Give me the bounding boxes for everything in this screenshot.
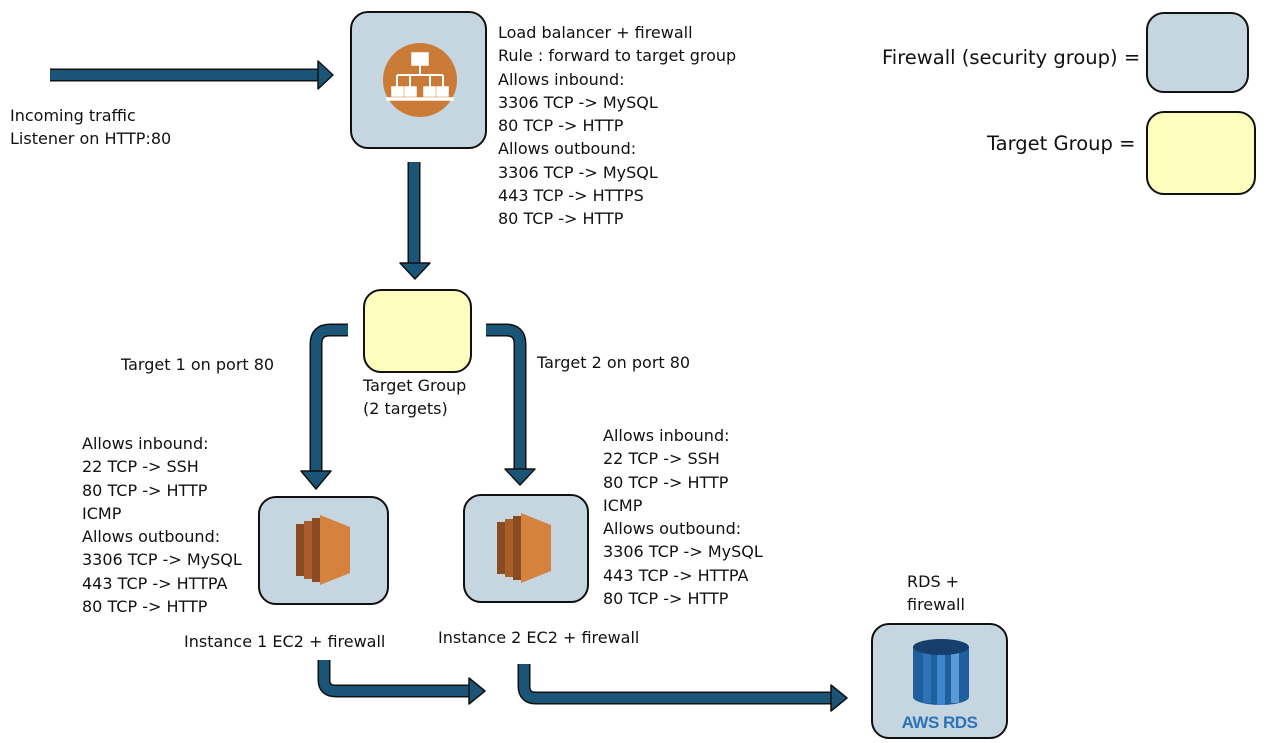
load-balancer-rules: Load balancer + firewall Rule : forward … bbox=[498, 23, 737, 229]
legend-firewall-label: Firewall (security group) = bbox=[882, 46, 1141, 69]
instance2-node bbox=[463, 494, 589, 603]
instance2-caption: Instance 2 EC2 + firewall bbox=[438, 628, 640, 647]
instance1-outgoing-arrowhead bbox=[468, 677, 486, 705]
target2-label: Target 2 on port 80 bbox=[537, 353, 691, 372]
instance1-rules: Allows inbound: 22 TCP -> SSH 80 TCP -> … bbox=[82, 434, 242, 617]
target2-arrow-outline bbox=[486, 323, 527, 471]
ec2-icon bbox=[296, 515, 350, 585]
rds-label: RDS + firewall bbox=[907, 572, 965, 615]
incoming-arrowhead bbox=[317, 60, 334, 90]
load-balancer-icon bbox=[383, 43, 457, 117]
incoming-traffic-label: Incoming traffic Listener on HTTP:80 bbox=[10, 106, 172, 149]
instance1-node bbox=[258, 496, 389, 605]
rds-node: AWS RDS bbox=[871, 623, 1008, 739]
instance2-rules: Allows inbound: 22 TCP -> SSH 80 TCP -> … bbox=[603, 426, 763, 609]
legend-target-group-swatch bbox=[1146, 111, 1256, 195]
rds-logo-text: AWS RDS bbox=[901, 713, 978, 732]
legend-firewall-swatch bbox=[1146, 12, 1249, 93]
load-balancer-node bbox=[350, 11, 487, 149]
legend-target-group-label: Target Group = bbox=[987, 132, 1136, 155]
rds-icon bbox=[913, 639, 969, 705]
lb-arrowhead bbox=[399, 262, 431, 280]
instance2-to-rds-arrow-outline bbox=[517, 664, 833, 705]
target-group-label: Target Group (2 targets) bbox=[363, 376, 467, 419]
target1-label: Target 1 on port 80 bbox=[121, 355, 275, 374]
ec2-icon bbox=[497, 513, 551, 583]
target-group-node bbox=[363, 289, 472, 373]
instance1-caption: Instance 1 EC2 + firewall bbox=[184, 632, 386, 651]
rds-arrowhead bbox=[830, 684, 848, 712]
target1-arrowhead bbox=[300, 470, 332, 490]
target2-arrowhead bbox=[504, 468, 536, 486]
